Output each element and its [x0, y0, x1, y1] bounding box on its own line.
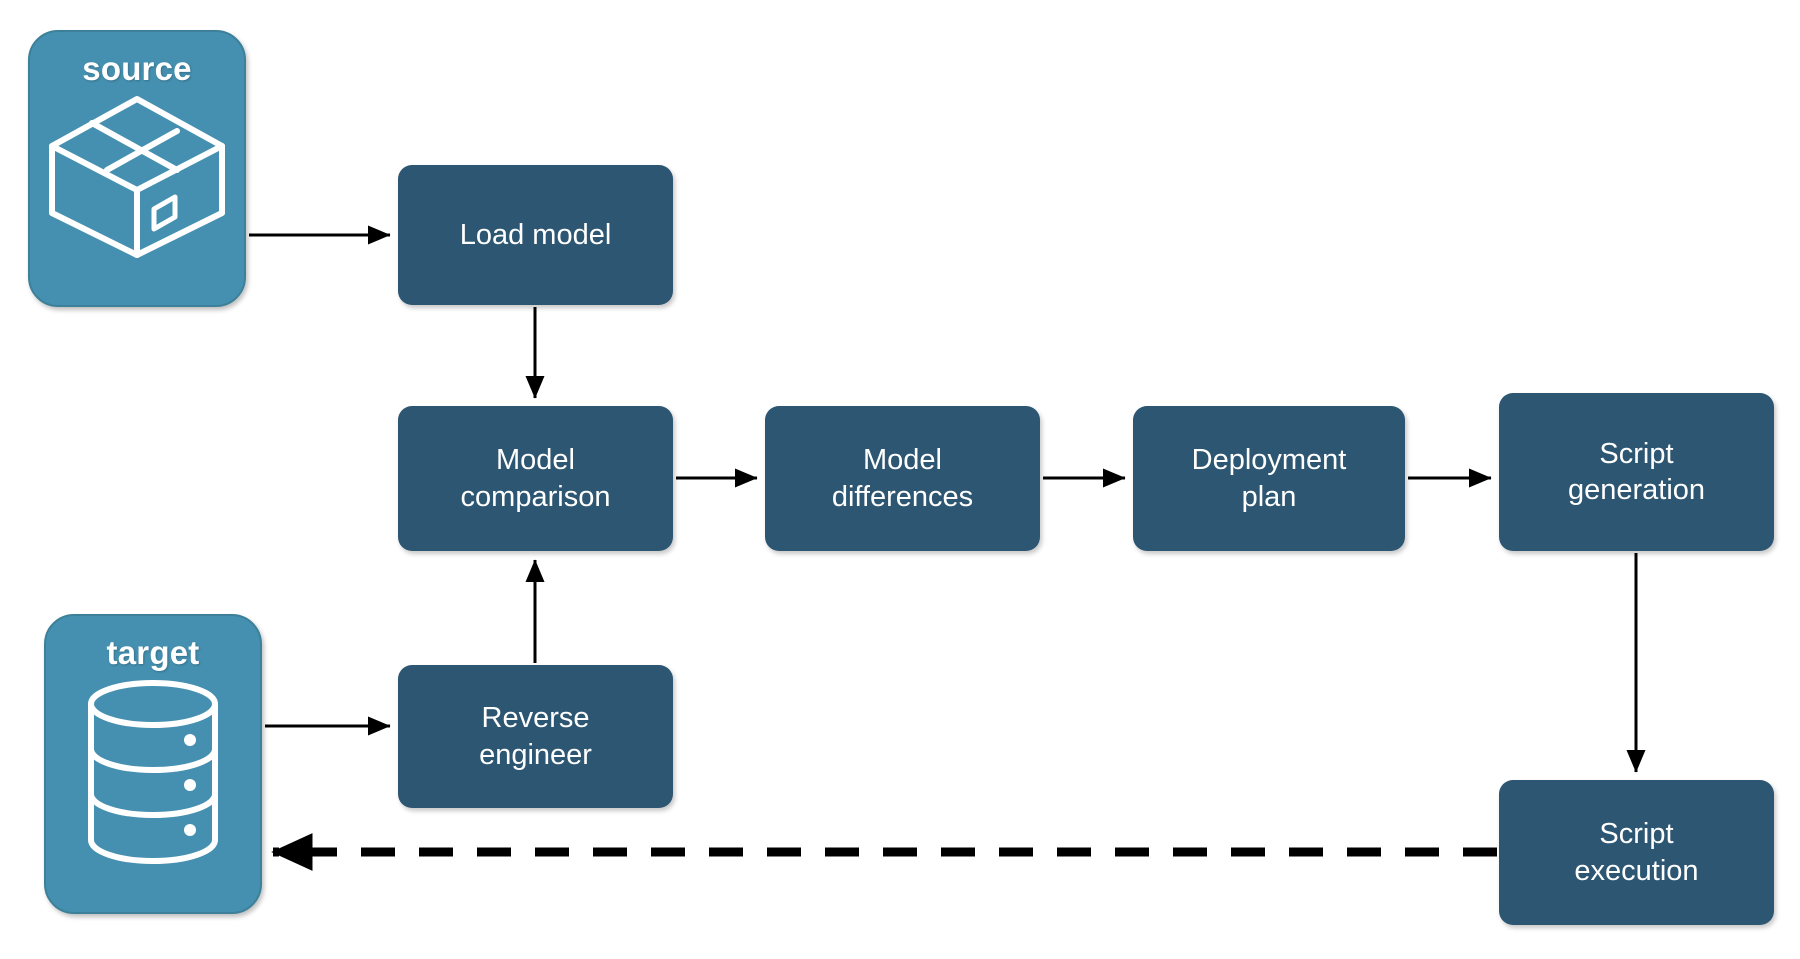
- endpoint-target-label: target: [106, 634, 200, 671]
- process-script-execution-label: Script execution: [1574, 818, 1699, 887]
- process-reverse-engineer-label: Reverse engineer: [479, 702, 592, 771]
- process-reverse-engineer[interactable]: Reverse engineer: [398, 665, 673, 808]
- process-script-execution[interactable]: Script execution: [1499, 780, 1774, 925]
- endpoint-source-label: source: [82, 50, 192, 87]
- process-model-comparison-label: Model comparison: [460, 444, 611, 513]
- process-model-differences[interactable]: Model differences: [765, 406, 1040, 551]
- process-script-generation[interactable]: Script generation: [1499, 393, 1774, 551]
- process-model-comparison[interactable]: Model comparison: [398, 406, 673, 551]
- process-load-model-label: Load model: [459, 218, 612, 251]
- process-deployment-plan-label: Deployment plan: [1191, 444, 1347, 513]
- process-deployment-plan[interactable]: Deployment plan: [1133, 406, 1405, 551]
- process-model-differences-label: Model differences: [831, 444, 974, 513]
- database-cylinder-icon: [78, 677, 228, 872]
- process-script-generation-label: Script generation: [1567, 437, 1706, 506]
- process-load-model[interactable]: Load model: [398, 165, 673, 305]
- endpoint-target[interactable]: target: [44, 614, 262, 914]
- package-box-icon: [44, 93, 230, 266]
- endpoint-source[interactable]: source: [28, 30, 246, 307]
